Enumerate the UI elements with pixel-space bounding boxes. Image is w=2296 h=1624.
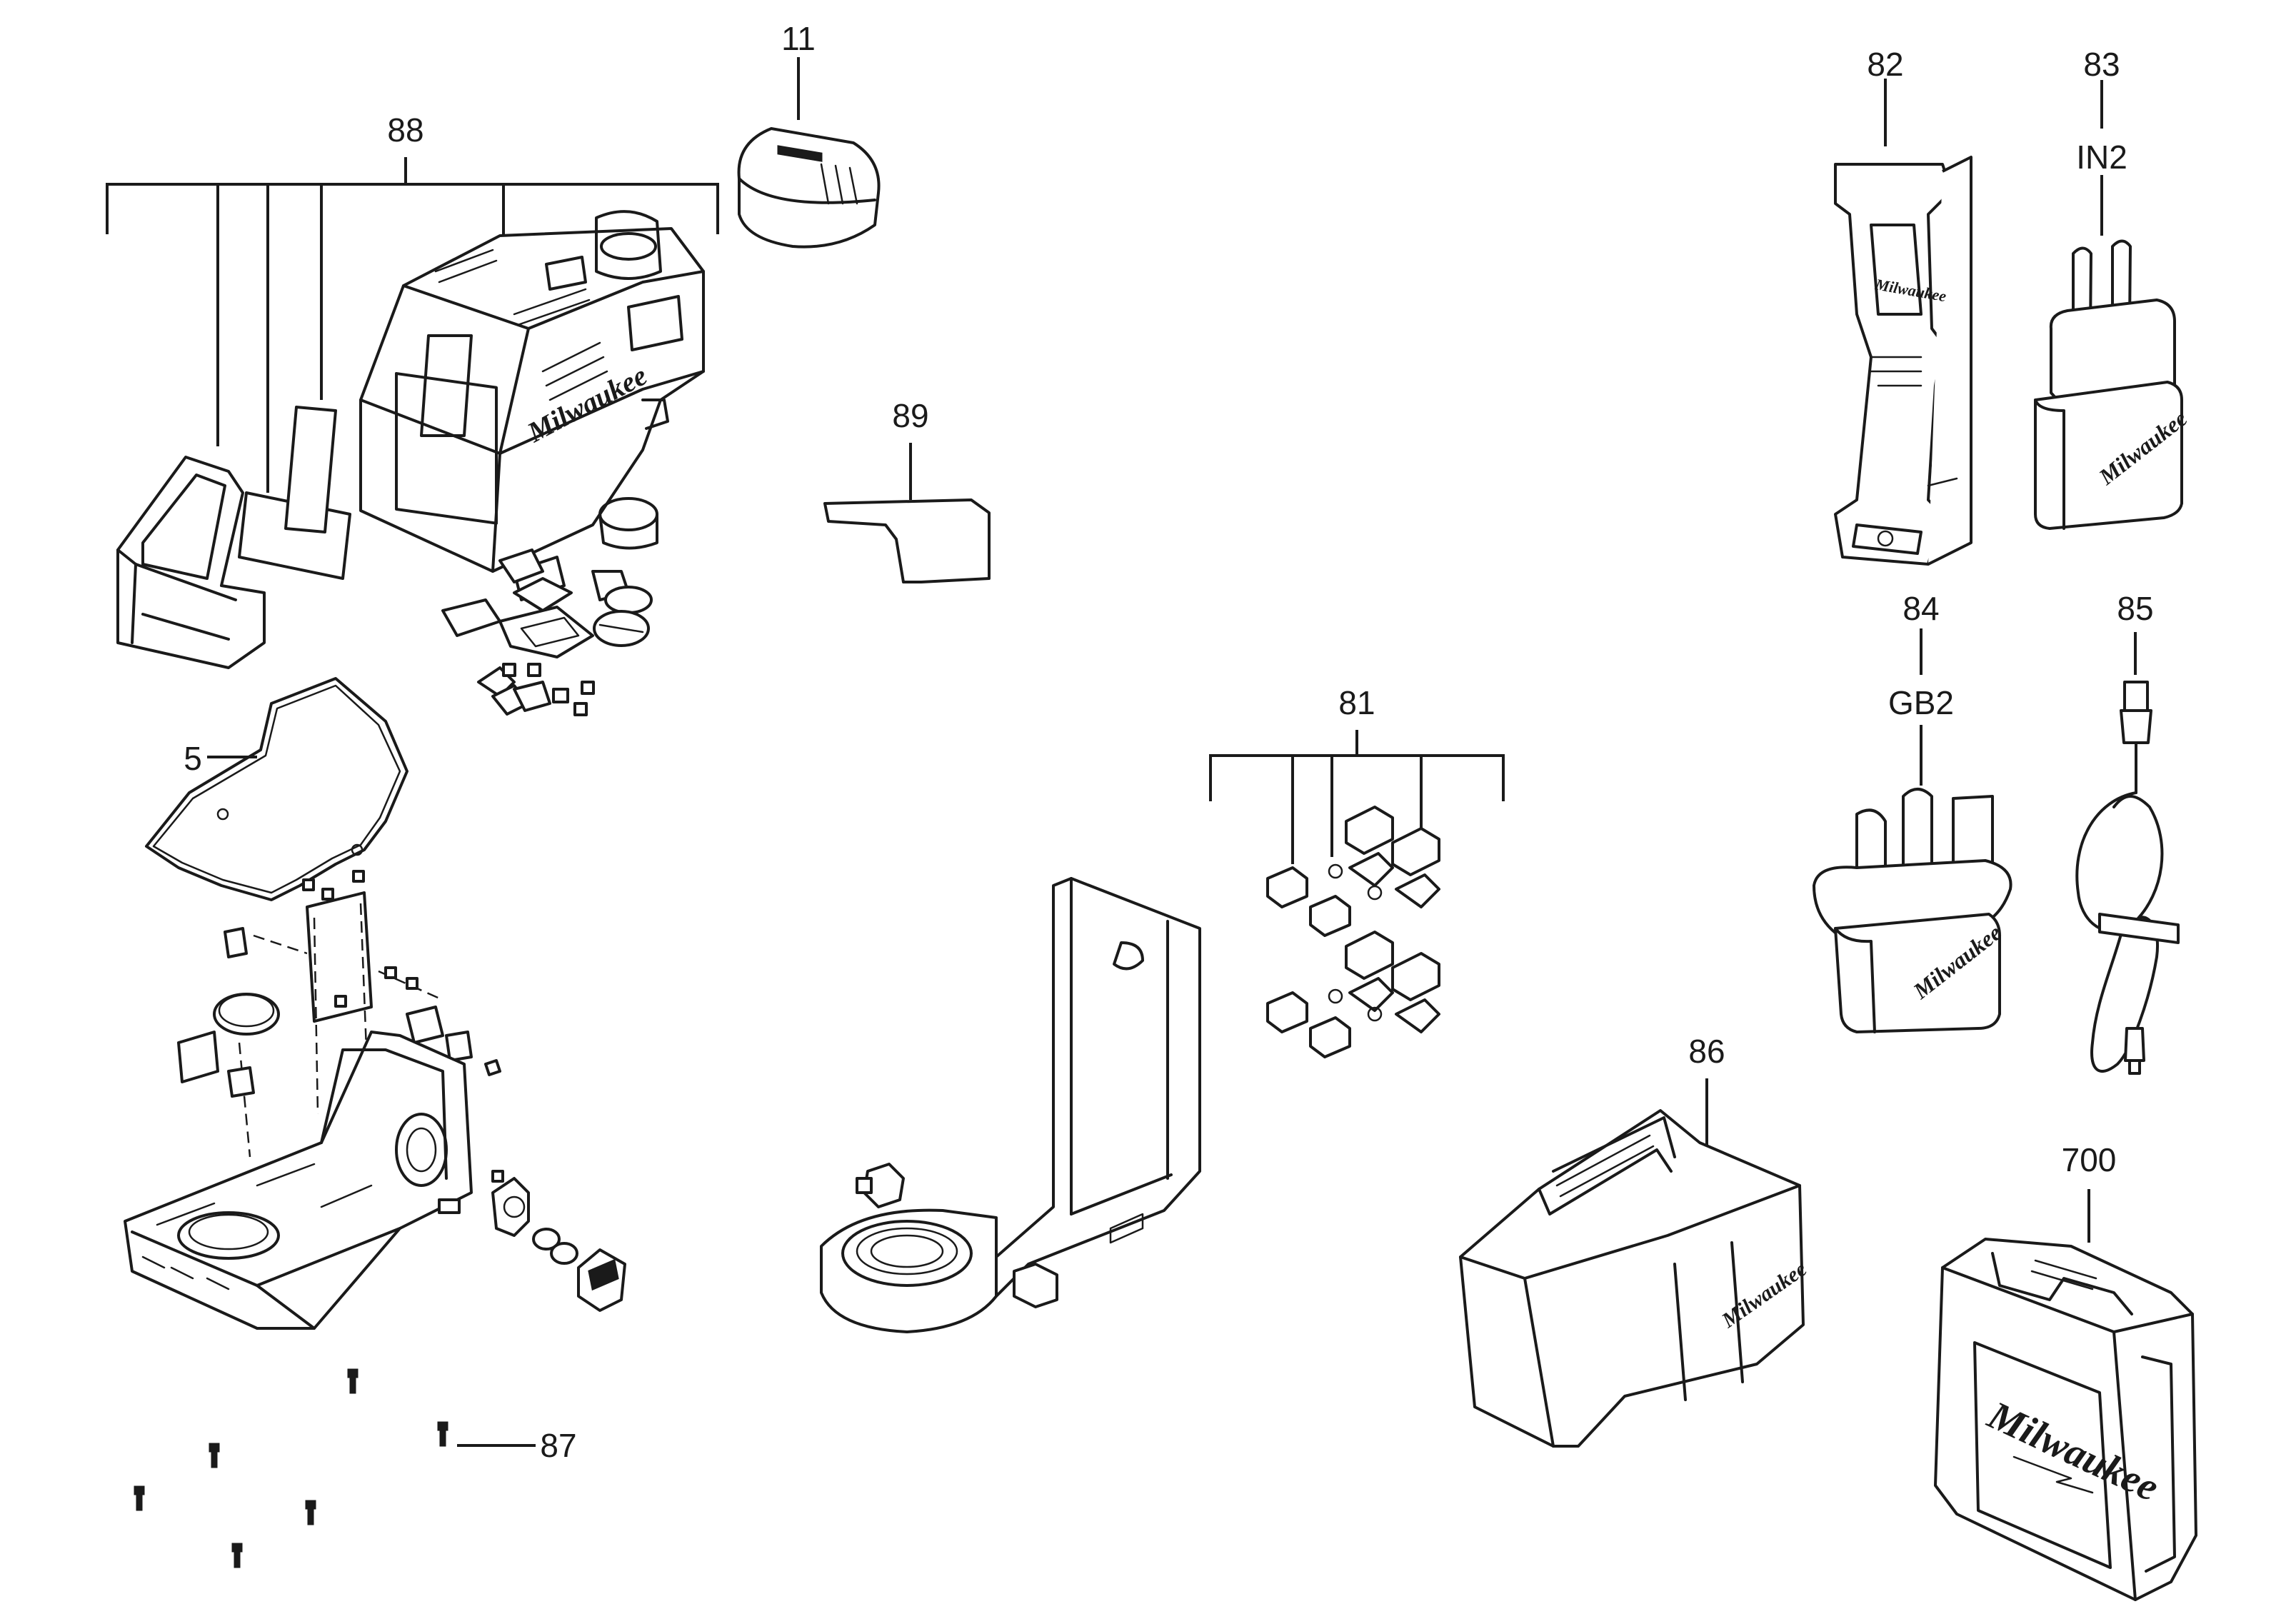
screw — [209, 1443, 220, 1468]
screw — [231, 1543, 243, 1568]
part-11-cap — [737, 57, 881, 249]
callout-89: 89 — [892, 397, 928, 434]
callout-86: 86 — [1688, 1033, 1725, 1070]
part-82-holder: Milwaukee — [1834, 79, 1972, 566]
pin-set-lower — [1266, 931, 1440, 1058]
part-87-screws — [134, 1368, 536, 1568]
part-83-charger-eu: Milwaukee — [2034, 80, 2192, 530]
laser-housing-88: Milwaukee — [359, 210, 705, 573]
screw — [437, 1421, 448, 1447]
callout-88: 88 — [387, 111, 423, 149]
part-84-charger-uk: Milwaukee — [1813, 628, 2012, 1033]
screw — [305, 1500, 316, 1525]
callout-81: 81 — [1338, 684, 1375, 721]
part-88-group: Milwaukee — [106, 157, 719, 716]
front-window-frame — [116, 456, 266, 669]
callout-85: 85 — [2117, 590, 2153, 627]
window-glass-tall — [284, 406, 337, 533]
callout-84: 84 — [1903, 590, 1939, 627]
screw — [134, 1485, 145, 1511]
part-700-carry-case: Milwaukee — [1934, 1189, 2197, 1601]
part-5-gasket — [145, 677, 408, 901]
base-housing-assembly — [124, 870, 626, 1330]
callout-83-variant: IN2 — [2076, 139, 2127, 176]
callout-11: 11 — [781, 20, 816, 57]
part-81-group — [1209, 730, 1505, 1058]
internal-parts — [441, 548, 653, 716]
callout-84-variant: GB2 — [1888, 684, 1954, 721]
wall-mount-bracket — [820, 877, 1201, 1333]
part-89-label — [823, 443, 991, 583]
callout-87: 87 — [540, 1427, 576, 1464]
callout-700: 700 — [2062, 1141, 2117, 1178]
screw — [347, 1368, 359, 1394]
callout-5: 5 — [184, 740, 202, 777]
rotary-knob — [438, 1170, 626, 1312]
coin-battery — [213, 993, 280, 1036]
part-85-usb-cable — [2075, 632, 2180, 1075]
pin-set-upper — [1266, 806, 1440, 937]
callout-82: 82 — [1867, 46, 1903, 83]
part-86-pouch: Milwaukee — [1459, 1078, 1811, 1448]
board-screws — [302, 870, 418, 1008]
callout-83: 83 — [2083, 46, 2120, 83]
